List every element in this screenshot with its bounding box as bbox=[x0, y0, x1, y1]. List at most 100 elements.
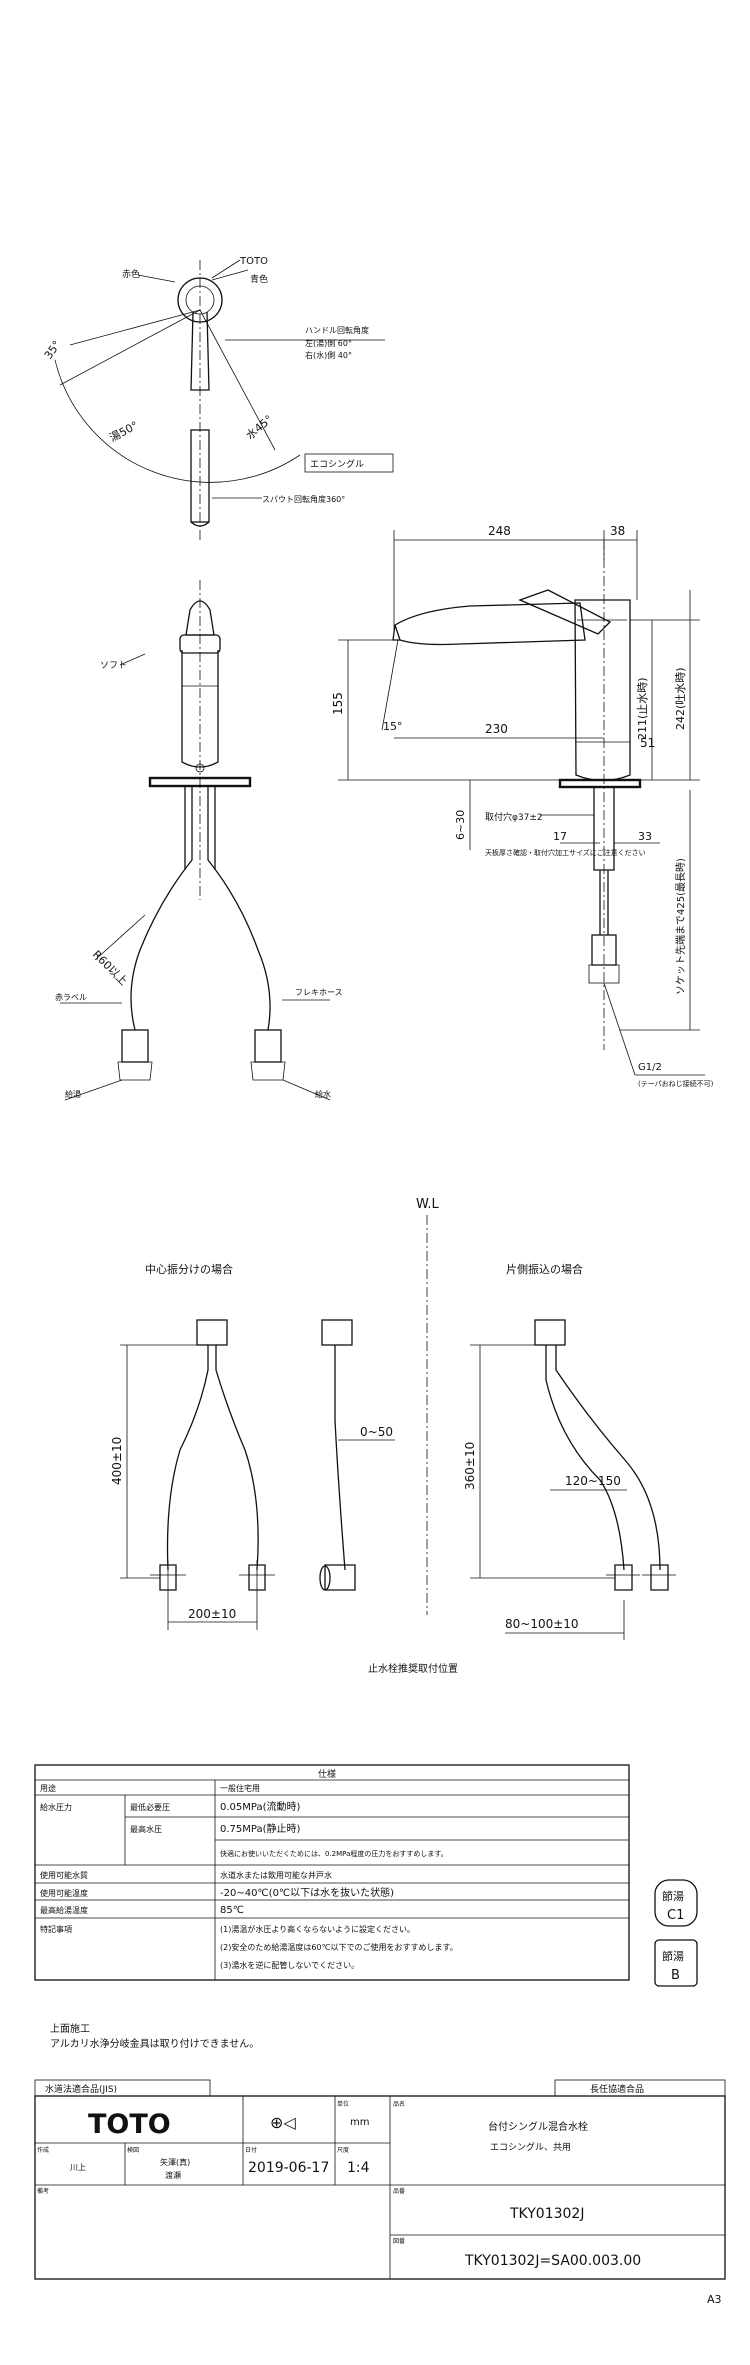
dim-155: 155 bbox=[331, 692, 345, 715]
pipe-size: G1/2 bbox=[638, 1062, 662, 1073]
install-section: W.L 中心振分けの場合 片側振込の場合 400±10 0~50 200±10 bbox=[110, 1197, 676, 1675]
spec-key-pressure: 給水圧力 bbox=[40, 1802, 72, 1812]
cold-angle-label: 水45° bbox=[244, 413, 276, 443]
tb-name-label: 品名 bbox=[393, 2100, 405, 2108]
r60-leader bbox=[94, 914, 146, 961]
center-faucet-base bbox=[196, 1319, 228, 1346]
center-valve-bodies bbox=[159, 1564, 266, 1591]
tilt-angle-label: 35° bbox=[42, 338, 64, 361]
flex-hose-label: フレキホース bbox=[295, 988, 343, 997]
one-side-title: 片側振込の場合 bbox=[506, 1262, 583, 1276]
handle-angle-title: ハンドル回転角度 bbox=[305, 325, 369, 335]
spout-rotation-label: スパウト回転角度360° bbox=[262, 494, 345, 504]
dim-360: 360±10 bbox=[463, 1442, 477, 1490]
tb-model-label: 品番 bbox=[393, 2188, 405, 2195]
badge-c1-top: 節湯 bbox=[662, 1889, 684, 1903]
spec-val-quality: 水道水または飲用可能な井戸水 bbox=[220, 1870, 332, 1880]
tb-brand: TOTO bbox=[88, 2109, 171, 2140]
spec-note-3: (3)湯水を逆に配管しないでください。 bbox=[220, 1960, 359, 1970]
mid-faucet-base bbox=[321, 1319, 353, 1346]
hot-leader bbox=[137, 274, 176, 283]
side-hose bbox=[599, 870, 609, 935]
soft-leader bbox=[119, 653, 146, 666]
spec-note-2: (2)安全のため給湯温度は60℃以下でのご使用をおすすめします。 bbox=[220, 1942, 458, 1952]
spec-key-maxtemp: 最高給湯温度 bbox=[40, 1905, 88, 1915]
wl-label: W.L bbox=[416, 1197, 439, 1212]
dim-248: 248 bbox=[488, 524, 511, 538]
hot-water-leader bbox=[64, 1079, 123, 1101]
cold-water-leader bbox=[282, 1079, 331, 1101]
front-handle bbox=[185, 600, 215, 636]
hot-water-label: 給湯 bbox=[65, 1089, 81, 1099]
tb-drawing-label: 図番 bbox=[393, 2238, 405, 2245]
counter-thickness: 6~30 bbox=[454, 810, 467, 840]
tb-scale: 1:4 bbox=[347, 2160, 370, 2176]
spec-val-max: 0.75MPa(静止時) bbox=[220, 1822, 301, 1835]
front-view: R60以上 ソフト 赤ラベル フレキホース 給湯 給水 bbox=[55, 580, 343, 1101]
pipe-note: (テーパおねじ接続不可) bbox=[638, 1079, 714, 1088]
cold-color-label: 青色 bbox=[250, 273, 268, 285]
dim-38: 38 bbox=[610, 524, 625, 538]
tb-date: 2019-06-17 bbox=[248, 2160, 329, 2176]
spec-sub-min: 最低必要圧 bbox=[130, 1802, 170, 1812]
spec-key-use: 用途 bbox=[40, 1783, 56, 1793]
title-block: 水道法適合品(JIS) 長任協適合品 TOTO ⊕◁ 単位 mm 品名 台付シン… bbox=[34, 2079, 726, 2306]
cold-connector bbox=[254, 1029, 282, 1063]
spec-val-temp: -20~40℃(0℃以下は水を抜いた状態) bbox=[220, 1886, 394, 1899]
dim-15deg: 15° bbox=[383, 720, 403, 733]
spec-val-maxtemp: 85℃ bbox=[220, 1905, 244, 1916]
dim-242: 242(吐水時) bbox=[674, 667, 687, 730]
tb-drawn: 川上 bbox=[70, 2163, 86, 2172]
dim-80-100: 80~100±10 bbox=[505, 1617, 579, 1631]
cold-flex-hose bbox=[207, 859, 271, 1031]
badge-c1-bottom: C1 bbox=[667, 1908, 684, 1923]
center-title: 中心振分けの場合 bbox=[145, 1262, 233, 1276]
front-shank bbox=[184, 786, 216, 870]
brand-mark-label: TOTO bbox=[239, 256, 268, 267]
toto-leader bbox=[211, 259, 241, 279]
spec-border bbox=[34, 1764, 630, 1981]
mid-valve-body bbox=[324, 1564, 356, 1591]
side-valve-bodies bbox=[614, 1564, 669, 1591]
r60-label: R60以上 bbox=[90, 948, 130, 988]
tb-drawn-label: 作成 bbox=[37, 2146, 49, 2154]
side-counter bbox=[558, 778, 642, 789]
hose-nuts bbox=[117, 1061, 286, 1081]
notes: 上面施工 アルカリ水浄分岐金具は取り付けできません。 bbox=[50, 2022, 259, 2050]
cold-water-label: 給水 bbox=[315, 1089, 331, 1099]
spray-angle-line bbox=[381, 639, 399, 731]
tb-note-label: 備考 bbox=[37, 2187, 49, 2195]
mount-hole: 取付穴φ37±2 bbox=[485, 811, 543, 823]
soft-label: ソフト bbox=[100, 661, 127, 671]
center-hoses bbox=[166, 1345, 259, 1571]
tb-sheet-size: A3 bbox=[707, 2293, 722, 2306]
install-caption: 止水栓推奨取付位置 bbox=[368, 1662, 458, 1675]
badge-b-top: 節湯 bbox=[662, 1949, 684, 1963]
side-faucet-base bbox=[534, 1319, 566, 1346]
spec-key-quality: 使用可能水質 bbox=[40, 1870, 88, 1880]
spec-key-temp: 使用可能温度 bbox=[40, 1888, 88, 1898]
dim-17: 17 bbox=[553, 830, 567, 843]
notes-text: アルカリ水浄分岐金具は取り付けできません。 bbox=[50, 2037, 259, 2050]
tb-check-label: 検図 bbox=[127, 2146, 139, 2154]
handle-angle-hot: 左(湯)側 60° bbox=[305, 338, 352, 348]
spec-val-use: 一般住宅用 bbox=[220, 1783, 260, 1793]
tb-date-label: 日付 bbox=[245, 2146, 257, 2154]
hot-color-label: 赤色 bbox=[122, 268, 140, 280]
hot-connector bbox=[121, 1029, 149, 1063]
tb-product-sub: エコシングル、共用 bbox=[490, 2141, 571, 2153]
tb-right-header: 長任協適合品 bbox=[590, 2083, 644, 2095]
spec-table: 仕様 用途 一般住宅用 給水圧力 最低必要圧 0.05MPa(流動時) 最高水圧… bbox=[34, 1764, 698, 1987]
center-stop-valves bbox=[150, 1560, 275, 1600]
tilt-angle-line bbox=[69, 309, 201, 346]
hot-angle-label: 湯50° bbox=[107, 419, 140, 445]
tb-model: TKY01302J bbox=[509, 2206, 584, 2222]
dim-0-50: 0~50 bbox=[360, 1425, 393, 1439]
mid-valve-handle bbox=[319, 1565, 331, 1591]
spec-title: 仕様 bbox=[318, 1768, 336, 1780]
spec-val-min: 0.05MPa(流動時) bbox=[220, 1800, 301, 1813]
counter-note: 天板厚さ確認・取付穴加工サイズにご注意ください bbox=[485, 848, 646, 857]
hot-angle-line bbox=[59, 309, 201, 386]
spec-val-recommend: 快適にお使いいただくためには、0.2MPa程度の圧力をおすすめします。 bbox=[220, 1849, 448, 1858]
cold-angle-line bbox=[199, 309, 276, 451]
